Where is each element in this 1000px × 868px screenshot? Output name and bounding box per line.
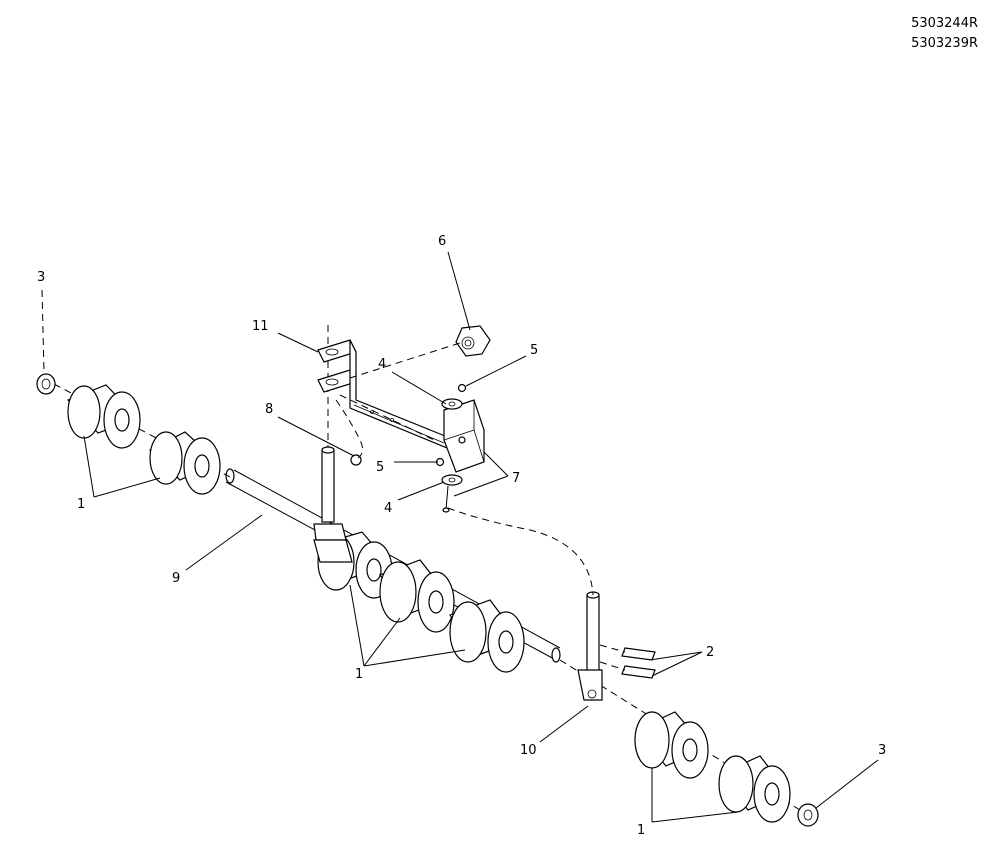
washer-upper: [441, 398, 463, 410]
callout-10: 10: [520, 743, 537, 758]
callout-8: 8: [265, 402, 273, 417]
nut-upper: [457, 383, 467, 393]
callout-1-middle: 1: [355, 667, 363, 682]
callout-5-upper: 5: [530, 343, 538, 358]
callout-5-lower: 5: [376, 460, 384, 475]
callout-3-left: 3: [37, 270, 45, 285]
left-pivot-post: [313, 325, 353, 563]
part-number-2: 5303239R: [911, 36, 978, 51]
retaining-clip-left: [36, 373, 56, 395]
callout-6: 6: [438, 234, 446, 249]
callout-2: 2: [706, 645, 714, 660]
spring-pins: [599, 644, 656, 679]
right-pivot-post: [577, 591, 603, 701]
washer-lower: [441, 474, 463, 486]
roller-right-1: [634, 711, 709, 779]
callout-4-upper: 4: [378, 357, 386, 372]
leader-lines: [41, 251, 879, 823]
callout-7: 7: [512, 471, 520, 486]
roller-left-2: [148, 431, 221, 495]
roller-right-2: [718, 755, 791, 823]
part-number-1: 5303244R: [911, 16, 978, 31]
callout-labels: 3 11 6 4 5 8 5 7 4 1 9 1 2 10 3 1: [37, 234, 886, 838]
retaining-clip-right: [797, 803, 819, 827]
assembly-guides: [335, 342, 594, 596]
callout-1-right: 1: [637, 823, 645, 838]
bolt-lower: [442, 485, 450, 513]
callout-1-left: 1: [77, 497, 85, 512]
roller-middle-3: [449, 599, 525, 673]
clamp-block: [443, 399, 485, 473]
callout-9: 9: [172, 571, 180, 586]
hex-nut: [455, 325, 491, 357]
roller-left-1: [66, 384, 141, 449]
callout-4-lower: 4: [384, 501, 392, 516]
part-number-block: 5303244R 5303239R: [911, 14, 978, 54]
callout-3-right: 3: [878, 743, 886, 758]
callout-11: 11: [252, 319, 269, 334]
roller-middle-2: [379, 559, 455, 633]
